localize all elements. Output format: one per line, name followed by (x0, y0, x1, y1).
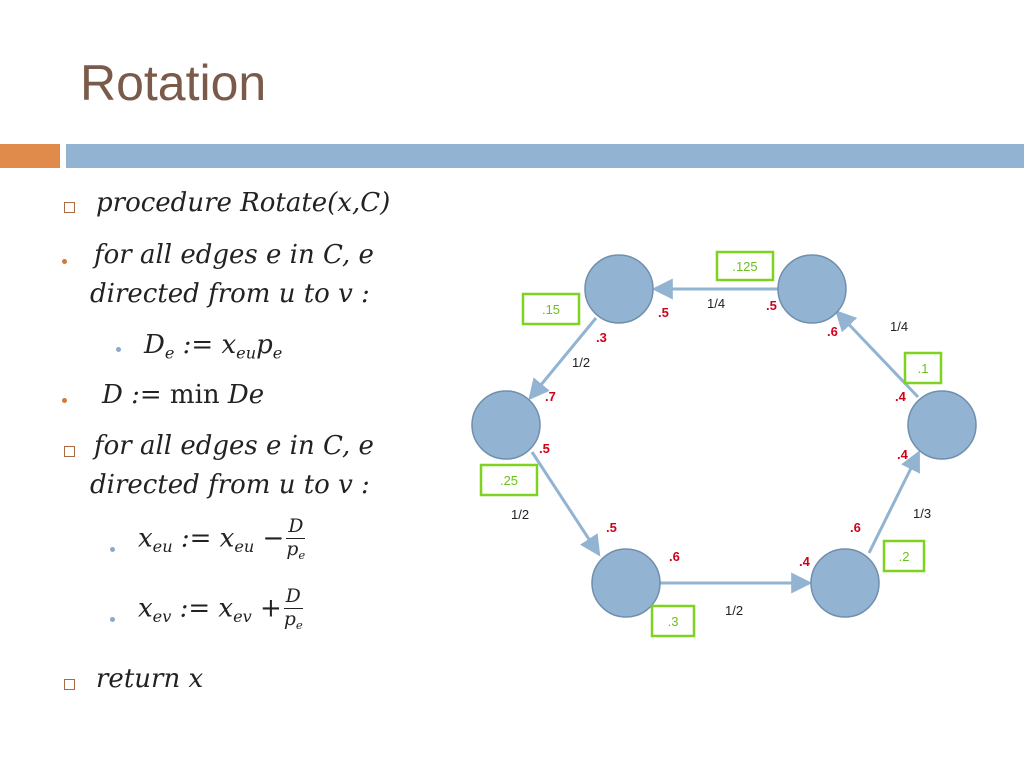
flow-label: .5 (766, 298, 777, 313)
bullet-dot (62, 259, 67, 264)
box-value-label: .2 (899, 549, 910, 564)
value-box (903, 351, 943, 385)
procedure-line: procedure Rotate(x,C) (96, 188, 391, 218)
box-value-label: .1 (918, 361, 929, 376)
graph-node (810, 548, 880, 618)
for-line-2a: for all edges e in C, e (94, 431, 374, 461)
graph-node (591, 548, 661, 618)
flow-label: .4 (897, 447, 909, 462)
graph-node (907, 390, 977, 460)
flow-label: .6 (669, 549, 680, 564)
flow-label: .4 (895, 389, 907, 404)
graph-node (777, 254, 847, 324)
value-box (521, 292, 581, 326)
bullet-dot (62, 398, 67, 403)
d-min-line: D := min De (102, 380, 265, 410)
flow-label: .3 (596, 330, 607, 345)
edge-lower-left (530, 451, 601, 557)
bullet-dot (116, 347, 121, 352)
edge-capacity-label: 1/4 (890, 319, 908, 334)
edge-capacity-label: 1/2 (725, 603, 743, 618)
flow-label: .5 (539, 441, 550, 456)
edge-capacity-label: 1/2 (511, 507, 529, 522)
for-line-2b: directed from u to v : (90, 470, 370, 500)
bullet-square (64, 446, 75, 457)
bullet-square (64, 679, 75, 690)
value-box (479, 463, 539, 497)
bullet-square (64, 202, 75, 213)
slide-title: Rotation (80, 55, 267, 111)
flow-label: .5 (658, 305, 669, 320)
value-box (715, 250, 775, 282)
flow-label: .6 (850, 520, 861, 535)
for-line-1b: directed from u to v : (90, 279, 370, 309)
bullet-dot (110, 617, 115, 622)
flow-label: .5 (606, 520, 617, 535)
box-value-label: .125 (732, 259, 757, 274)
edge-capacity-label: 1/3 (913, 506, 931, 521)
header-accent-bar (0, 144, 60, 168)
value-box (882, 539, 926, 573)
box-value-label: .3 (668, 614, 679, 629)
return-line: return x (96, 664, 204, 694)
box-value-label: .15 (542, 302, 560, 317)
flow-label: .4 (799, 554, 811, 569)
edge-capacity-label: 1/2 (572, 355, 590, 370)
flow-label: .6 (827, 324, 838, 339)
edge-capacity-label: 1/4 (707, 296, 725, 311)
value-box (650, 604, 696, 638)
box-value-label: .25 (500, 473, 518, 488)
for-line-1a: for all edges e in C, e (94, 240, 374, 270)
bullet-dot (110, 547, 115, 552)
edge-upper-left (528, 317, 598, 401)
graph-node (584, 254, 654, 324)
flow-label: .7 (545, 389, 556, 404)
edge-lower-right (867, 450, 920, 554)
header-bar (66, 144, 1024, 168)
graph-node (471, 390, 541, 460)
de-assignment: De := xeupe (144, 330, 283, 363)
